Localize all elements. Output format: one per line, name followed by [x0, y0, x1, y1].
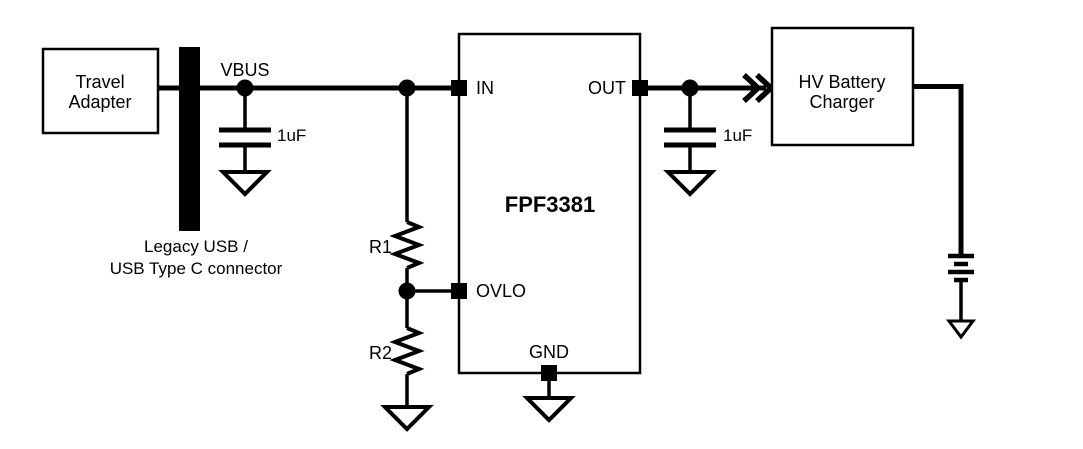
pin-square-in: [451, 80, 467, 96]
pin-square-gnd: [541, 365, 557, 381]
output-capacitor-value: 1uF: [723, 126, 752, 145]
resistor-symbol: [389, 220, 425, 270]
travel-adapter-label-line1: Travel: [75, 72, 124, 92]
output-capacitor: 1uF: [663, 88, 752, 197]
hv-battery-charger-block: HV Battery Charger: [770, 26, 915, 147]
resistor-r1: R1: [369, 88, 425, 291]
travel-adapter-label-line2: Adapter: [68, 92, 131, 112]
battery-icon: [946, 253, 976, 340]
input-capacitor-value: 1uF: [277, 126, 306, 145]
ic-part-number: FPF3381: [505, 192, 596, 217]
ground-icon: [218, 170, 272, 197]
pin-square-ovlo: [451, 283, 467, 299]
chevron-icon: [742, 72, 763, 104]
down-arrow-icon: [946, 319, 976, 340]
pin-label-in: IN: [476, 78, 494, 98]
battery-wire: [913, 84, 964, 254]
ic-body: [457, 32, 642, 375]
usb-connector: Legacy USB / USB Type C connector: [110, 47, 283, 278]
travel-adapter-block: Travel Adapter: [41, 47, 160, 135]
usb-connector-caption-line2: USB Type C connector: [110, 259, 283, 278]
hv-battery-charger-box: [770, 26, 915, 147]
pin-label-gnd: GND: [529, 342, 569, 362]
vbus-net-label: VBUS: [220, 60, 269, 80]
ground-icon: [522, 396, 576, 423]
travel-adapter-box: [41, 47, 160, 135]
pin-square-out: [632, 80, 648, 96]
pin-label-out: OUT: [588, 78, 626, 98]
hv-battery-charger-label-line1: HV Battery: [798, 72, 885, 92]
resistor-symbol: [389, 326, 425, 376]
resistor-r1-label: R1: [369, 237, 392, 257]
usb-connector-caption-line1: Legacy USB /: [144, 237, 248, 256]
pin-label-ovlo: OVLO: [476, 281, 526, 301]
input-capacitor: 1uF: [218, 88, 306, 197]
ic-fpf3381: FPF3381 IN OUT OVLO GND: [451, 32, 648, 423]
usb-connector-bar: [179, 47, 200, 231]
ground-icon: [380, 405, 434, 432]
hv-battery-charger-label-line2: Charger: [809, 92, 874, 112]
resistor-r2-label: R2: [369, 343, 392, 363]
ground-icon: [663, 170, 717, 197]
resistor-r2: R2: [369, 291, 434, 432]
